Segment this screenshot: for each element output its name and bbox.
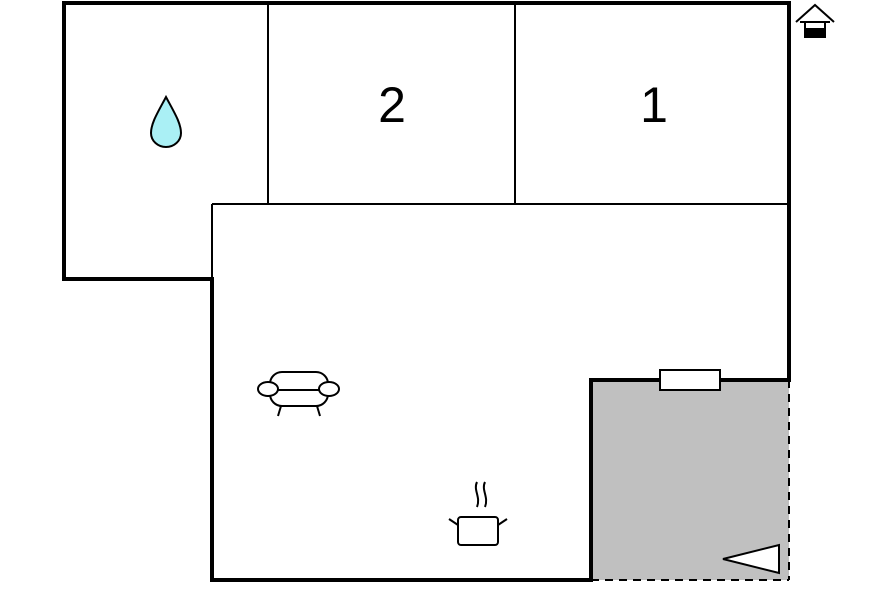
cooking-pot-icon <box>448 481 508 546</box>
house-upper-floor-icon <box>795 3 835 38</box>
entrance-arrow-icon <box>722 543 780 575</box>
outer-walls <box>62 1 791 582</box>
window-icon <box>659 369 721 391</box>
room-label-2: 2 <box>378 77 406 133</box>
interior-walls <box>211 3 789 279</box>
sofa-icon <box>257 371 340 417</box>
water-drop-icon <box>149 94 183 149</box>
room-label-1: 1 <box>640 77 668 133</box>
terrace <box>591 380 790 581</box>
